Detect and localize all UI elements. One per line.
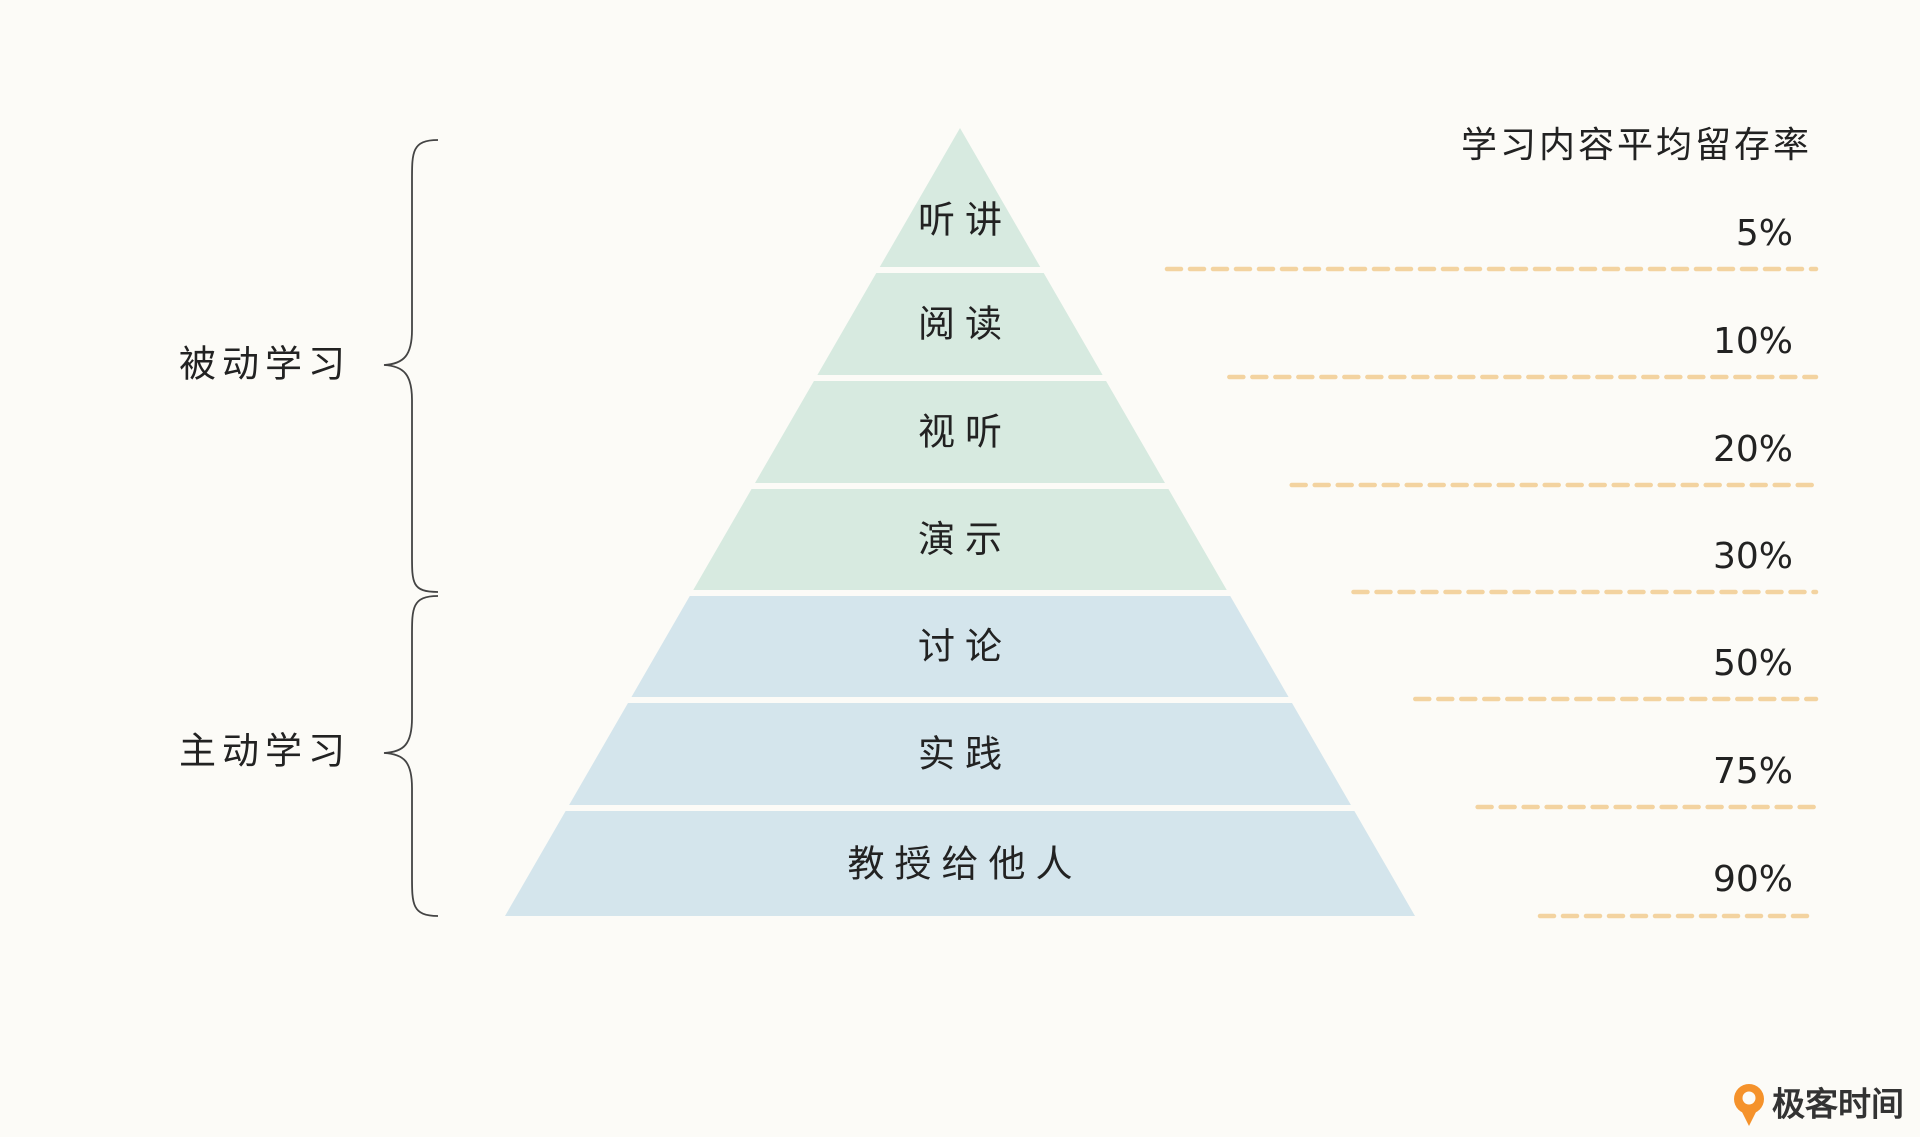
layer-label-audiovisual: 视听 — [918, 411, 1012, 454]
retention-header: 学习内容平均留存率 — [1461, 125, 1812, 166]
active-group-brace — [383, 595, 439, 917]
group-label-active: 主动学习 — [179, 730, 351, 773]
pyramid-layer-discussion — [631, 596, 1289, 697]
layer-label-discussion: 讨论 — [918, 625, 1012, 668]
pyramid-layer-teach-others — [505, 811, 1415, 916]
layer-label-demonstration: 演示 — [918, 518, 1012, 561]
layer-label-practice: 实践 — [918, 733, 1012, 776]
rate-read: 10% — [1713, 321, 1793, 362]
rate-discussion: 50% — [1713, 643, 1793, 684]
pyramid-layer-read — [817, 273, 1103, 375]
rate-practice: 75% — [1713, 751, 1793, 792]
layer-label-teach-others: 教授给他人 — [848, 843, 1083, 886]
geektime-logo-icon — [1734, 1084, 1764, 1126]
rate-listen: 5% — [1736, 213, 1793, 254]
passive-group-brace — [383, 139, 439, 593]
layer-label-read: 阅读 — [918, 303, 1012, 346]
rate-audiovisual: 20% — [1713, 429, 1793, 470]
rate-teach-others: 90% — [1713, 859, 1793, 900]
retention-guide-lines — [1164, 266, 1819, 919]
pyramid-layer-listen — [879, 128, 1041, 267]
pyramid-layer-practice — [569, 703, 1351, 805]
brand: 极客时间 — [1734, 1084, 1904, 1126]
layer-label-listen: 听讲 — [918, 199, 1012, 242]
group-label-passive: 被动学习 — [179, 343, 351, 386]
pyramid-layer-demonstration — [693, 489, 1227, 590]
pyramid-layer-audiovisual — [755, 381, 1165, 483]
rate-demonstration: 30% — [1713, 536, 1793, 577]
brand-name: 极客时间 — [1772, 1085, 1904, 1124]
pyramid: 听讲 阅读 视听 演示 讨论 实践 教授给他人 — [505, 128, 1415, 916]
